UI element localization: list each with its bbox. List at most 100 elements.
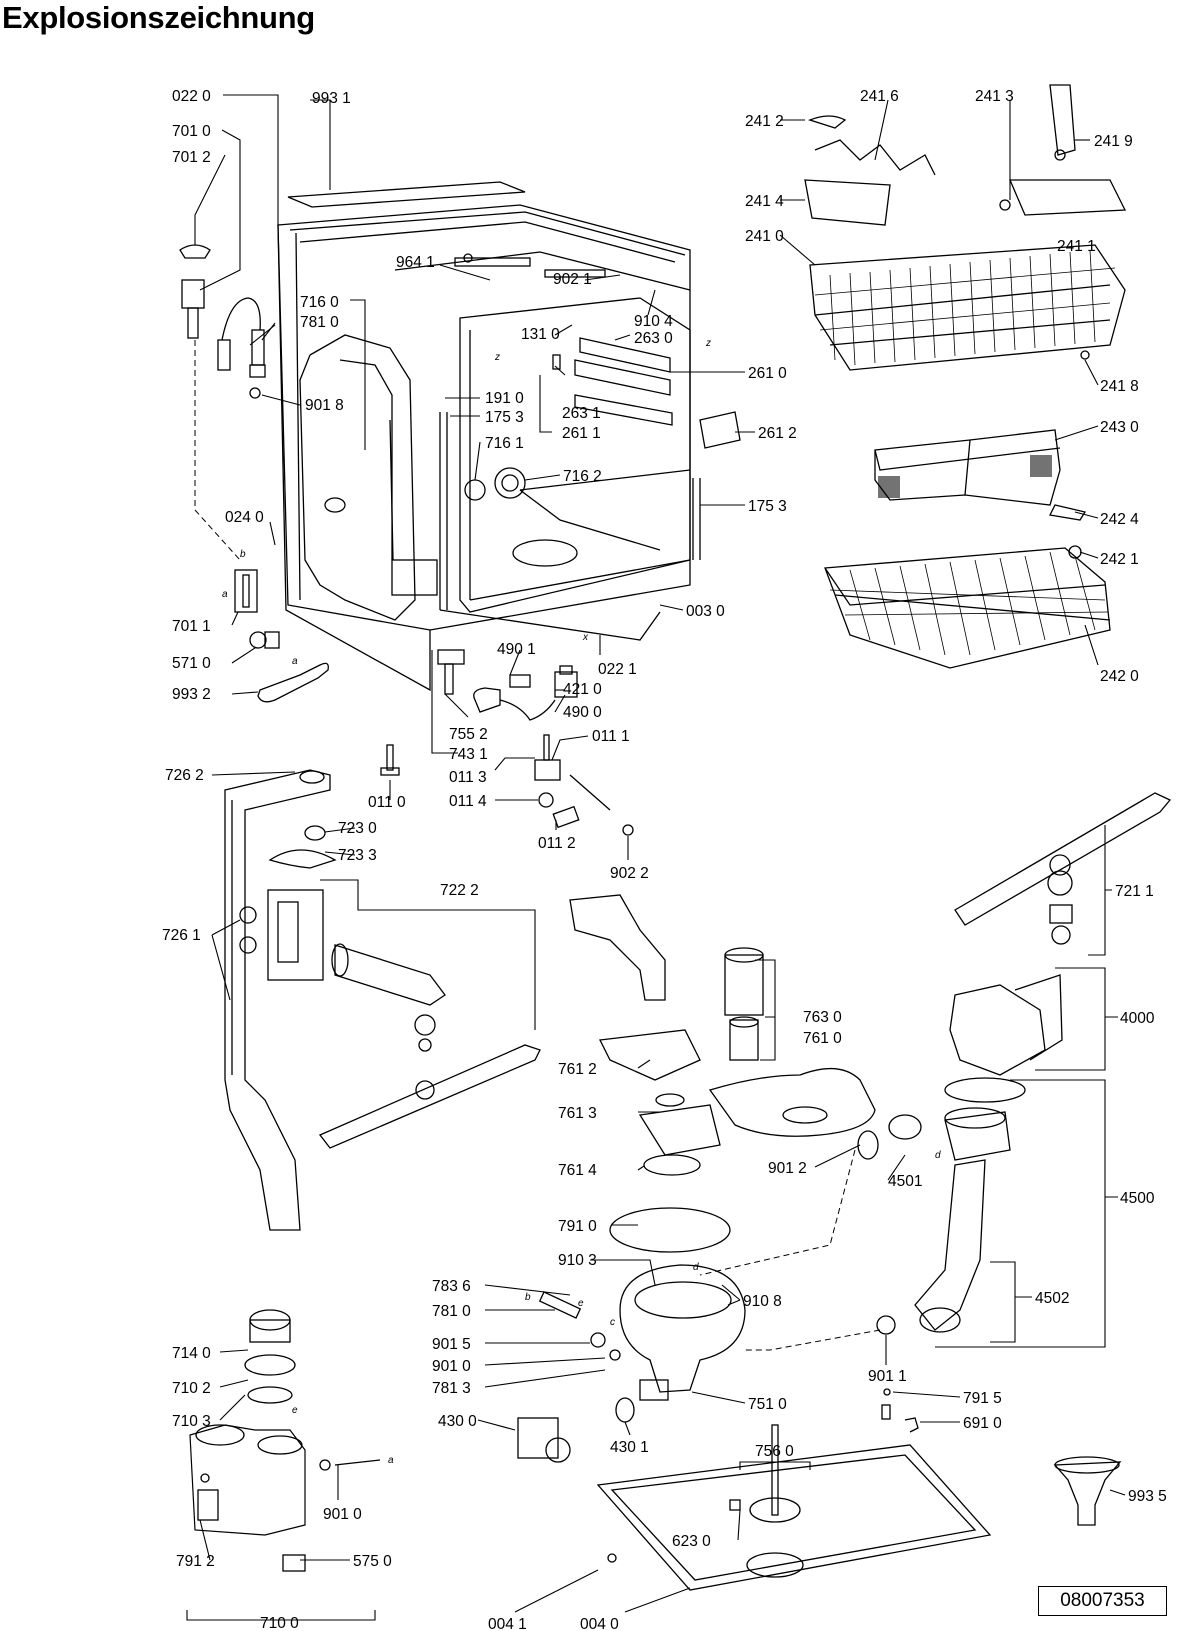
ref-letter: z <box>494 352 500 363</box>
callout: 004 0 <box>580 1616 619 1631</box>
callout: 241 4 <box>745 193 784 210</box>
ref-letter: z <box>705 338 711 349</box>
callout: 004 1 <box>488 1616 527 1631</box>
callout: 761 3 <box>558 1105 597 1122</box>
callout: 011 2 <box>538 835 576 852</box>
callout: 022 0 <box>172 88 211 105</box>
callout: 791 5 <box>963 1390 1002 1407</box>
callout: 430 0 <box>438 1413 477 1430</box>
ref-letter: c <box>610 1317 615 1328</box>
callout: 701 2 <box>172 149 211 166</box>
callout: 716 1 <box>485 435 524 452</box>
upper-basket <box>804 84 1127 371</box>
callout: 242 1 <box>1100 551 1139 568</box>
callout: 901 5 <box>432 1336 471 1353</box>
ref-letter: a <box>292 656 298 667</box>
callout: 993 5 <box>1128 1488 1167 1505</box>
callout: 011 1 <box>592 728 630 745</box>
callout: 723 3 <box>338 847 377 864</box>
upper-spray-arm <box>954 792 1172 945</box>
callout: 175 3 <box>748 498 787 515</box>
callout: 901 0 <box>323 1506 362 1523</box>
callout: 131 0 <box>521 326 560 343</box>
callout: 993 2 <box>172 686 211 703</box>
level-sensor-funnel <box>881 1388 1122 1526</box>
callout: 263 0 <box>634 330 673 347</box>
callout: 781 0 <box>432 1303 471 1320</box>
adjustable-feet <box>380 734 634 836</box>
callout: 243 0 <box>1100 419 1139 436</box>
ref-letter: a <box>388 1455 394 1466</box>
base-plate <box>596 1424 992 1591</box>
callout: 726 2 <box>165 767 204 784</box>
callout: 003 0 <box>686 603 725 620</box>
callout: 761 4 <box>558 1162 597 1179</box>
callout: 263 1 <box>562 405 601 422</box>
callout: 993 1 <box>312 90 351 107</box>
callout: 490 0 <box>563 704 602 721</box>
ref-letter: x <box>582 632 589 643</box>
callout: 721 1 <box>1115 883 1154 900</box>
cutlery-basket <box>874 429 1087 559</box>
callout: 421 0 <box>563 681 602 698</box>
pump-sump <box>517 894 876 1463</box>
lower-basket <box>824 547 1111 669</box>
callout: 910 4 <box>634 313 673 330</box>
page-title: Explosionszeichnung <box>2 0 315 35</box>
water-inlet-parts <box>179 244 329 703</box>
callout: 242 0 <box>1100 668 1139 685</box>
callout: 241 3 <box>975 88 1014 105</box>
callout: 755 2 <box>449 726 488 743</box>
callout: 024 0 <box>225 509 264 526</box>
callout: 781 0 <box>300 314 339 331</box>
cable-parts <box>437 649 578 721</box>
callout: 763 0 <box>803 1009 842 1026</box>
callout: 623 0 <box>672 1533 711 1550</box>
callout: 691 0 <box>963 1415 1002 1432</box>
water-softener <box>189 1309 381 1572</box>
callout: 756 0 <box>755 1443 794 1460</box>
ref-letter: a <box>222 589 228 600</box>
callout: 714 0 <box>172 1345 211 1362</box>
callout: 901 2 <box>768 1160 807 1177</box>
ref-letter: e <box>292 1405 298 1416</box>
callout: 901 8 <box>305 397 344 414</box>
callout: 701 1 <box>172 618 211 635</box>
callout: 710 2 <box>172 1380 211 1397</box>
ref-letter: d <box>935 1150 941 1161</box>
callout: 022 1 <box>598 661 637 678</box>
callout: 242 4 <box>1100 511 1139 528</box>
callout: 901 1 <box>868 1368 907 1385</box>
callout: 241 1 <box>1057 238 1096 255</box>
callout: 761 0 <box>803 1030 842 1047</box>
motor-hose <box>699 974 1063 1351</box>
callout: 011 0 <box>368 794 406 811</box>
callout: 011 4 <box>449 793 487 810</box>
tub-frame <box>277 181 741 692</box>
callout: 783 6 <box>432 1278 471 1295</box>
callout-labels: 022 0 993 1 701 0 701 2 964 1 902 1 910 … <box>162 88 1167 1631</box>
ref-letter: b <box>525 1292 531 1303</box>
callout: 902 1 <box>553 271 592 288</box>
callout: 261 1 <box>562 425 601 442</box>
callout: 241 0 <box>745 228 784 245</box>
callout: 241 9 <box>1094 133 1133 150</box>
callout: 011 3 <box>449 769 487 786</box>
leader-lines <box>186 94 1126 1621</box>
spray-arm-pipes <box>224 769 541 1231</box>
callout: 575 0 <box>353 1553 392 1570</box>
callout: 716 0 <box>300 294 339 311</box>
callout: 490 1 <box>497 641 536 658</box>
callout: 781 3 <box>432 1380 471 1397</box>
callout: 716 2 <box>563 468 602 485</box>
callout: 901 0 <box>432 1358 471 1375</box>
callout: 571 0 <box>172 655 211 672</box>
callout: 723 0 <box>338 820 377 837</box>
callout: 4501 <box>888 1173 922 1190</box>
callout: 791 0 <box>558 1218 597 1235</box>
callout: 701 0 <box>172 123 211 140</box>
callout: 722 2 <box>440 882 479 899</box>
callout: 430 1 <box>610 1439 649 1456</box>
callout: 261 0 <box>748 365 787 382</box>
